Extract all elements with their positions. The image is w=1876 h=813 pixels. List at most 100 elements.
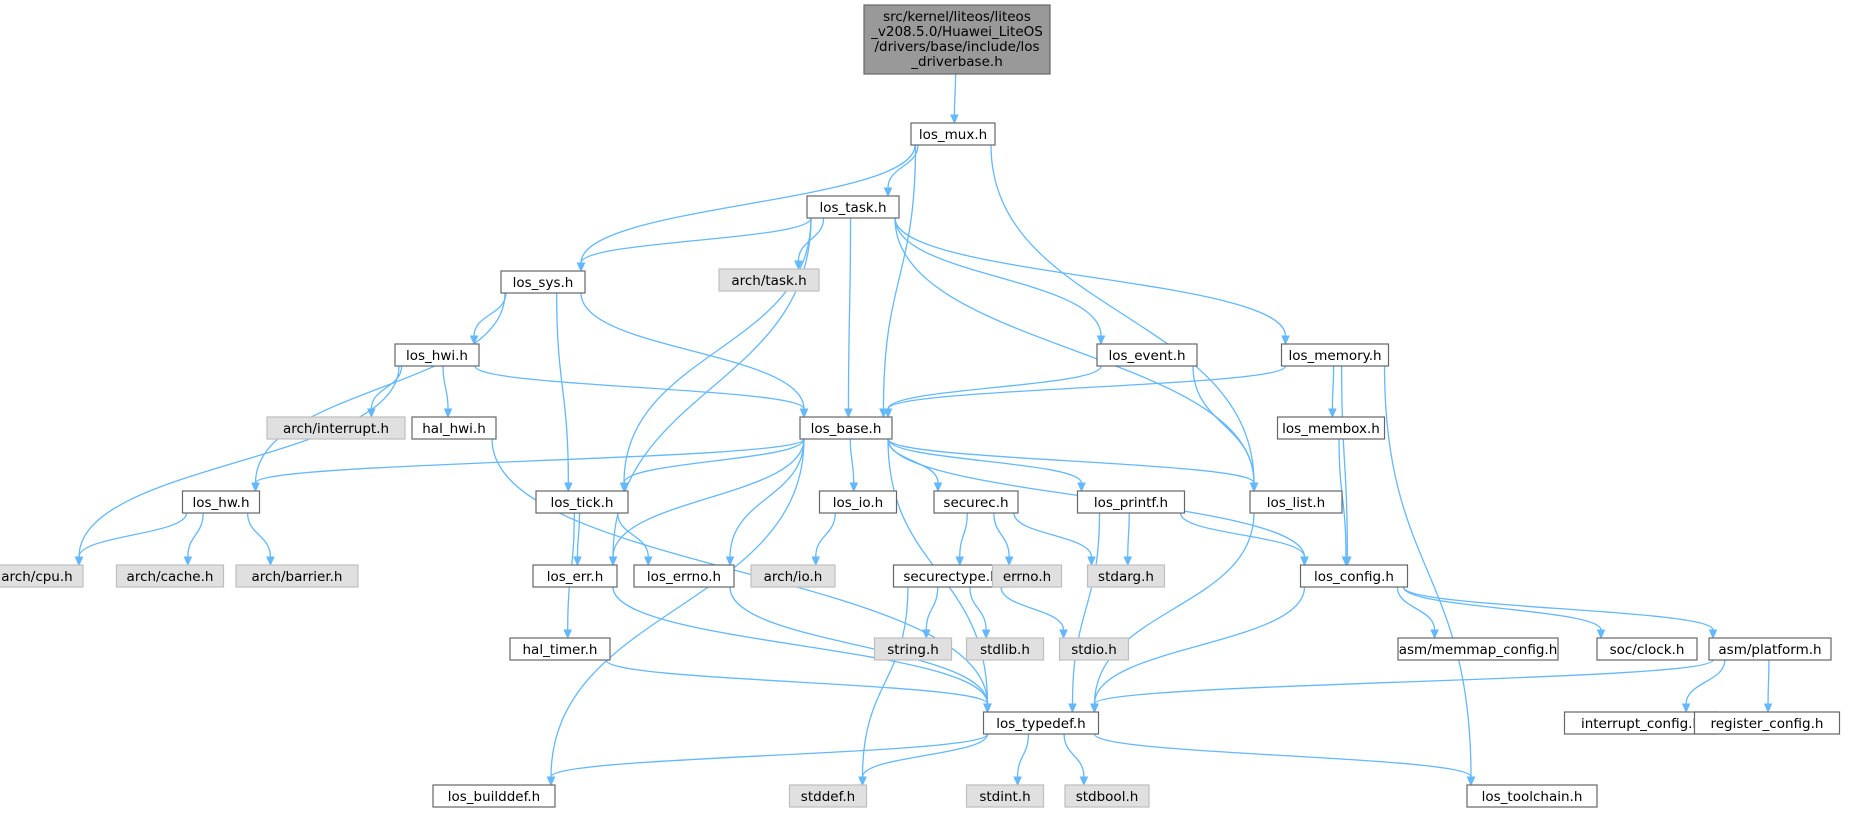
header-node-hal-hwi[interactable]: hal_hwi.h	[411, 416, 497, 440]
edge-securectype-to-stdlib	[969, 586, 987, 631]
header-node-stddef[interactable]: stddef.h	[788, 784, 868, 808]
node-label: los_membox.h	[1282, 421, 1380, 437]
node-box	[806, 195, 900, 219]
edge-los-hwi-to-arch-interrupt	[370, 365, 403, 410]
header-node-arch-io[interactable]: arch/io.h	[750, 564, 836, 588]
header-node-interrupt-config[interactable]: interrupt_config.h	[1563, 711, 1719, 735]
node-box	[788, 784, 868, 808]
header-node-register-config[interactable]: register_config.h	[1693, 711, 1841, 735]
edge-asm-platform-to-register-config	[1767, 659, 1770, 705]
edge-los-hw-to-arch-cache	[187, 512, 204, 558]
node-label: arch/interrupt.h	[283, 421, 389, 437]
root-label-line-2: _v208.5.0/Huawei_LiteOS	[870, 24, 1043, 40]
header-node-soc-clock[interactable]: soc/clock.h	[1596, 637, 1698, 661]
arrowhead	[933, 482, 943, 493]
arrowhead	[183, 556, 193, 567]
header-node-arch-cpu[interactable]: arch/cpu.h	[0, 564, 84, 588]
header-node-los-task[interactable]: los_task.h	[806, 195, 900, 219]
edge-los-task-to-arch-task	[797, 217, 825, 262]
edge-securec-to-securectype	[959, 512, 968, 558]
header-node-los-membox[interactable]: los_membox.h	[1276, 416, 1386, 440]
header-node-los-io[interactable]: los_io.h	[818, 490, 898, 514]
node-label: stdint.h	[979, 789, 1030, 805]
arrowhead	[1013, 776, 1022, 787]
arrowhead	[1087, 556, 1096, 567]
edge-los-typedef-to-stdbool	[1063, 733, 1085, 778]
node-box	[873, 637, 953, 661]
header-node-stdint[interactable]: stdint.h	[965, 784, 1045, 808]
header-node-los-tick[interactable]: los_tick.h	[535, 490, 629, 514]
edge-los-printf-to-stdarg	[1127, 512, 1130, 558]
header-node-securec[interactable]: securec.h	[933, 490, 1019, 514]
node-box	[235, 564, 359, 588]
header-node-stdio[interactable]: stdio.h	[1058, 637, 1130, 661]
edge-los-base-to-los-list	[887, 438, 1255, 484]
header-node-asm-memmap-config[interactable]: asm/memmap_config.h	[1397, 637, 1559, 661]
node-label: los_io.h	[833, 495, 883, 511]
edge-los-hwi-to-arch-cpu	[78, 365, 400, 558]
header-node-los-hwi[interactable]: los_hwi.h	[394, 343, 480, 367]
header-node-los-list[interactable]: los_list.h	[1249, 490, 1343, 514]
node-box	[266, 416, 406, 440]
header-node-los-printf[interactable]: los_printf.h	[1076, 490, 1186, 514]
arrowhead	[1341, 556, 1351, 567]
arrowhead	[1466, 776, 1476, 787]
edge-los-memory-to-los-membox	[1331, 365, 1335, 410]
header-node-los-mux[interactable]: los_mux.h	[910, 122, 996, 146]
header-node-los-typedef[interactable]: los_typedef.h	[982, 711, 1100, 735]
header-node-los-sys[interactable]: los_sys.h	[500, 270, 586, 294]
edge-los-config-to-asm-platform	[1402, 586, 1714, 631]
node-label: los_config.h	[1314, 569, 1394, 585]
node-label: los_printf.h	[1094, 495, 1168, 511]
edge-los-base-to-los-errno	[729, 438, 805, 558]
arrowhead	[266, 556, 275, 567]
header-node-hal-timer[interactable]: hal_timer.h	[509, 637, 611, 661]
node-box	[1249, 490, 1343, 514]
arrowhead	[1763, 703, 1773, 714]
header-node-stdlib[interactable]: stdlib.h	[965, 637, 1045, 661]
header-node-string[interactable]: string.h	[873, 637, 953, 661]
arrowhead	[844, 408, 853, 419]
edge-los-memory-to-los-config	[1341, 365, 1348, 558]
arrowhead	[983, 703, 992, 714]
header-node-stdarg[interactable]: stdarg.h	[1086, 564, 1166, 588]
header-node-arch-task[interactable]: arch/task.h	[718, 268, 820, 292]
edge-los-errno-to-los-typedef	[729, 586, 989, 705]
header-node-los-err[interactable]: los_err.h	[532, 564, 618, 588]
header-node-los-config[interactable]: los_config.h	[1299, 564, 1409, 588]
edge-los-event-to-los-list	[1192, 365, 1255, 484]
header-node-errno[interactable]: errno.h	[991, 564, 1063, 588]
node-label: arch/cpu.h	[1, 569, 72, 585]
header-node-los-toolchain[interactable]: los_toolchain.h	[1466, 784, 1598, 808]
node-box	[1397, 637, 1559, 661]
header-node-los-event[interactable]: los_event.h	[1096, 343, 1198, 367]
edge-los-task-to-los-event	[894, 217, 1102, 337]
edge-los-base-to-los-io	[849, 438, 855, 484]
header-node-arch-barrier[interactable]: arch/barrier.h	[235, 564, 359, 588]
edge-los-typedef-to-los-builddef	[550, 733, 989, 778]
node-box	[718, 268, 820, 292]
header-node-stdbool[interactable]: stdbool.h	[1064, 784, 1150, 808]
arrowhead	[644, 556, 653, 567]
edge-root-to-los-mux	[953, 73, 957, 116]
header-node-los-hw[interactable]: los_hw.h	[181, 490, 261, 514]
node-label: stdbool.h	[1076, 789, 1139, 805]
header-node-arch-interrupt[interactable]: arch/interrupt.h	[266, 416, 406, 440]
node-label: los_tick.h	[551, 495, 614, 511]
header-node-los-errno[interactable]: los_errno.h	[633, 564, 735, 588]
root-header-node[interactable]: src/kernel/liteos/liteos _v208.5.0/Huawe…	[863, 4, 1051, 75]
header-node-asm-platform[interactable]: asm/platform.h	[1708, 637, 1832, 661]
node-label: los_base.h	[811, 421, 882, 437]
header-node-arch-cache[interactable]: arch/cache.h	[115, 564, 225, 588]
node-label: securec.h	[943, 495, 1008, 511]
edge-los-sys-to-los-tick	[556, 292, 569, 484]
edge-los-io-to-arch-io	[815, 512, 836, 558]
edge-los-hwi-to-hal-hwi	[442, 365, 449, 410]
node-box	[0, 564, 84, 588]
header-node-los-memory[interactable]: los_memory.h	[1280, 343, 1390, 367]
header-node-los-base[interactable]: los_base.h	[799, 416, 893, 440]
arrowhead	[725, 556, 735, 567]
header-node-securectype[interactable]: securectype.h	[892, 564, 1010, 588]
header-node-los-builddef[interactable]: los_builddef.h	[432, 784, 556, 808]
